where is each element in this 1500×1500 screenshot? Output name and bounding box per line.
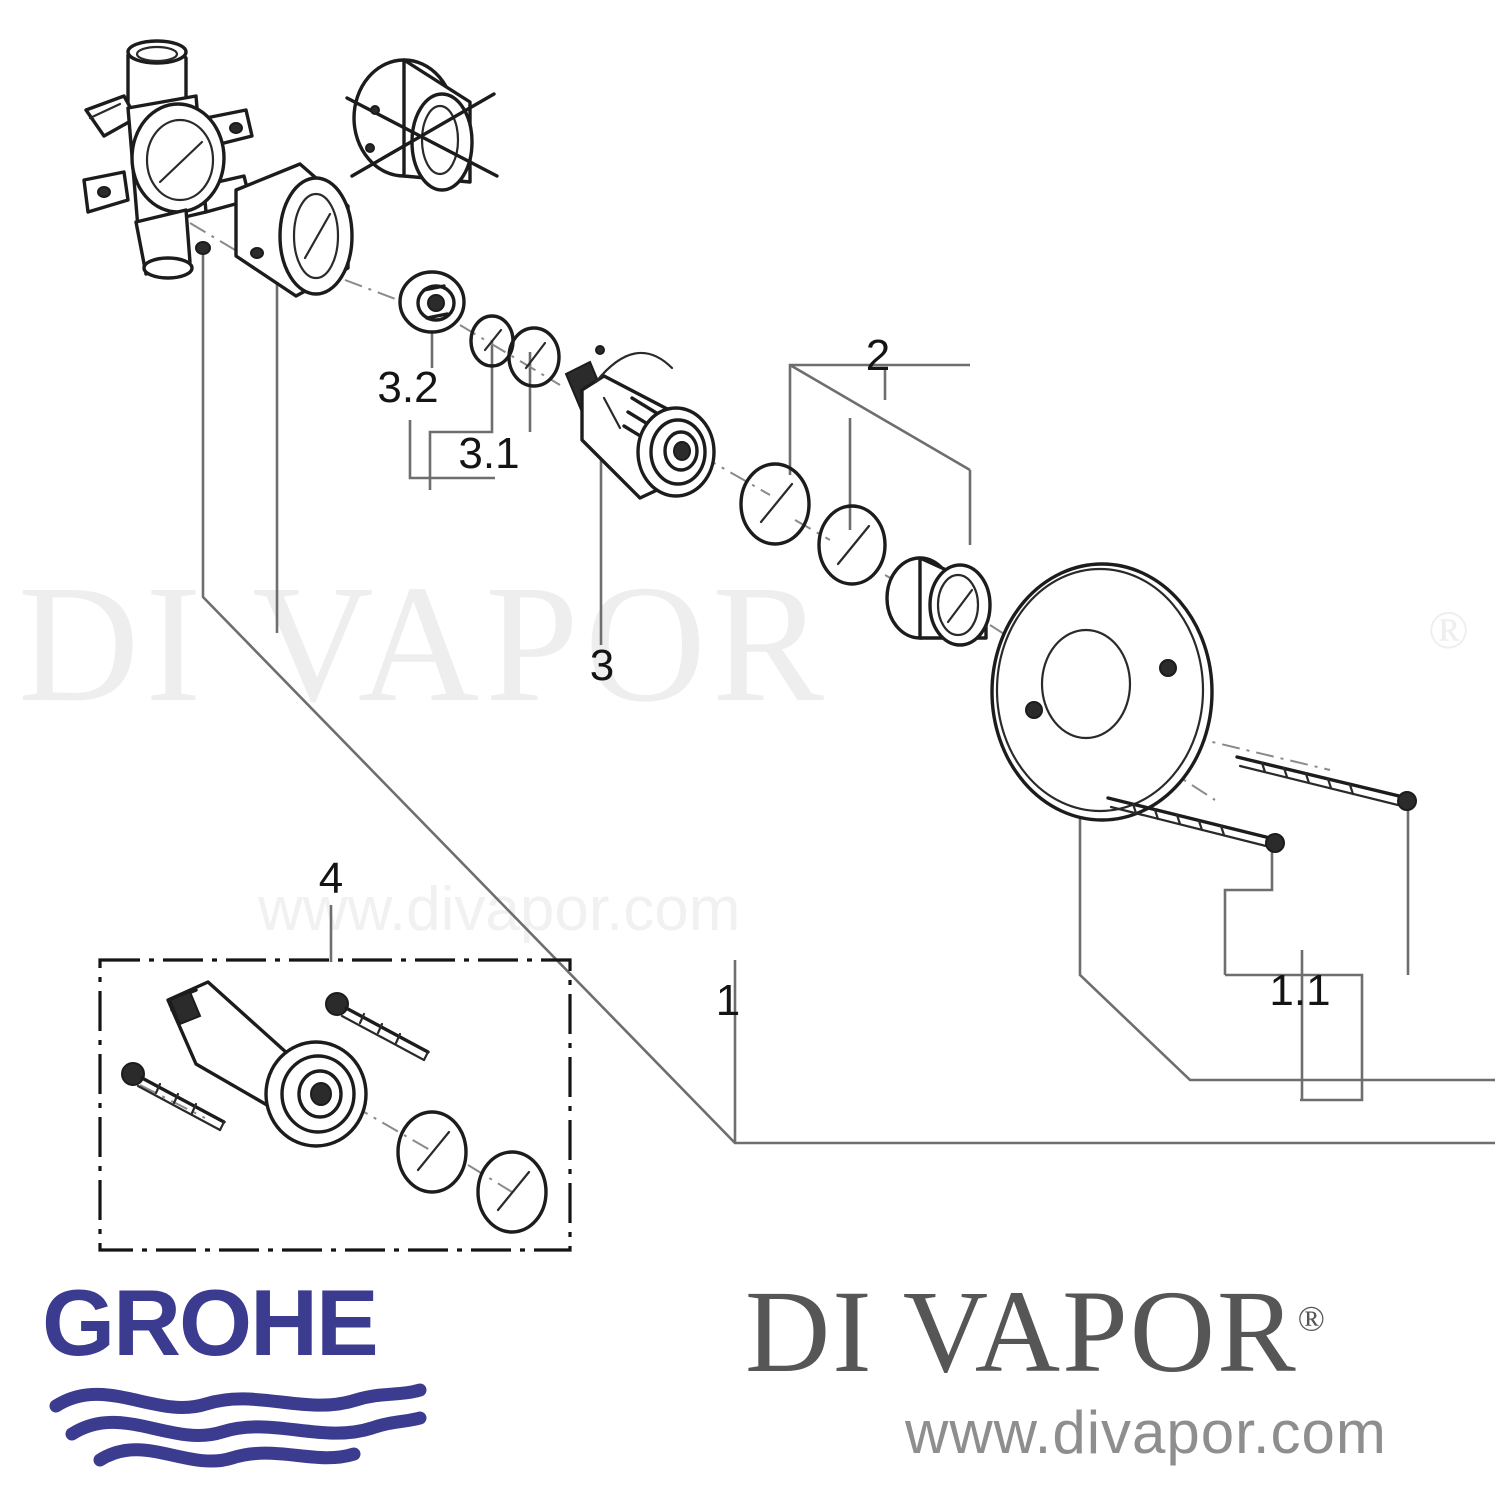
leader-11-plate	[1078, 800, 1495, 1082]
callout-4: 4	[319, 854, 343, 903]
o-ring-medium	[817, 504, 887, 586]
callout-layer: 1 1.1 2 3 3.1 3.2 4	[319, 331, 1331, 1025]
grohe-waves-icon	[49, 1383, 427, 1468]
watermark-url-text: www.divapor.com	[257, 875, 740, 944]
leader-32-tail	[408, 420, 495, 480]
grohe-logo: GROHE	[42, 1276, 442, 1468]
kit-screw-lower	[121, 1062, 226, 1132]
leader-line-layer	[201, 250, 1495, 1145]
callout-2: 2	[866, 331, 890, 380]
centreline-oring-oring	[794, 519, 831, 541]
centreline-sleeve-plate	[989, 624, 1046, 661]
leader-11-join	[1225, 973, 1364, 1102]
kit-o-ring-a	[396, 1110, 468, 1194]
di-vapor-url: www.divapor.com	[905, 1398, 1387, 1466]
di-vapor-wordmark-text: DI VAPOR	[745, 1266, 1298, 1397]
footer-logos: GROHE DI VAPOR® www.divapor.com	[0, 1268, 1500, 1500]
fixing-screw-upper	[1235, 755, 1417, 811]
callout-3-1: 3.1	[458, 429, 519, 478]
kit-cartridge	[166, 980, 368, 1148]
leader-11-screw-lower	[1223, 845, 1274, 975]
di-vapor-wordmark: DI VAPOR®	[745, 1270, 1485, 1394]
washer-set	[469, 314, 561, 388]
valve-body-manifold	[82, 39, 254, 280]
callout-1: 1	[716, 976, 740, 1025]
callout-1-1: 1.1	[1269, 966, 1330, 1015]
centreline-kit-a	[351, 1104, 431, 1151]
service-kit-box	[98, 958, 572, 1252]
watermark-divapor-text: DI VAPOR	[18, 551, 830, 737]
adapter-sleeve	[885, 556, 992, 647]
leader-2-diag	[789, 363, 971, 472]
leader-1	[201, 250, 1495, 1145]
bushing-part	[398, 270, 466, 334]
obsolete-sleeve	[345, 58, 499, 192]
centreline-kit-screw	[139, 1084, 206, 1119]
kit-o-ring-b	[476, 1150, 548, 1234]
escutcheon-plate	[990, 562, 1214, 822]
callout-3-2: 3.2	[377, 363, 438, 412]
o-ring-large	[739, 462, 811, 546]
leader-31-a	[428, 340, 494, 490]
centreline-bushing-washer	[459, 324, 561, 386]
watermark-registered-icon: ®	[1428, 600, 1469, 660]
kit-screw-upper	[325, 992, 430, 1062]
centreline-kit-b	[467, 1164, 513, 1193]
grohe-wordmark: GROHE	[42, 1270, 379, 1375]
fixing-screw-lower	[1106, 796, 1285, 853]
protective-sleeve	[234, 162, 354, 298]
watermark-layer: DI VAPOR ® www.divapor.com	[18, 551, 1469, 944]
di-vapor-logo: DI VAPOR® www.divapor.com	[745, 1270, 1485, 1467]
callout-3: 3	[590, 641, 614, 690]
cartridge-part	[564, 345, 716, 500]
registered-trademark-icon: ®	[1297, 1298, 1328, 1339]
